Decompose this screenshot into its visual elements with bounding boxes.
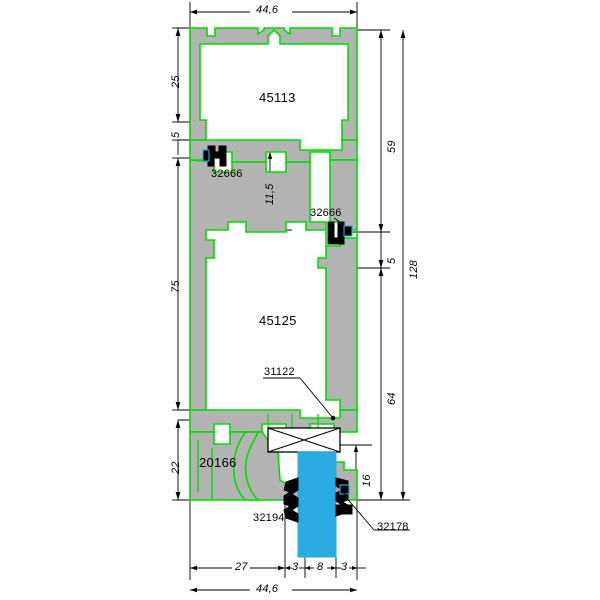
dim-width-top: 44,6 [256,4,279,16]
inner-cells [267,414,319,428]
part-label-32194: 32194 [253,512,285,524]
curved-rib [232,431,260,501]
dim-27: 27 [235,561,248,573]
dim-59: 59 [386,140,398,153]
dim-3-left: 3 [292,561,299,573]
dim-5-right: 5 [386,257,398,264]
part-label-31122: 31122 [264,366,295,378]
gasket-32666-right [327,221,353,245]
part-label-32666-right: 32666 [310,207,342,219]
part-label-45113: 45113 [259,90,296,105]
dim-5-left: 5 [170,131,182,138]
glass-panel [297,451,337,558]
gasket-32666-left [202,145,227,167]
dim-128: 128 [408,260,420,279]
part-label-20166: 20166 [199,455,237,470]
part-label-32178: 32178 [377,521,409,533]
dim-64: 64 [386,392,398,405]
dim-11-5: 11,5 [264,183,276,205]
gasket-32194 [283,477,299,523]
chamber-45113 [189,27,358,141]
part-label-32666-left: 32666 [211,168,243,180]
dim-25: 25 [170,75,182,88]
dim-75: 75 [170,280,182,293]
dim-3-right: 3 [341,561,348,573]
dim-8: 8 [317,561,324,573]
glazing-bead-box [267,427,341,453]
dim-22: 22 [170,461,182,474]
dim-16: 16 [361,474,373,487]
part-label-45125: 45125 [259,313,297,328]
leader-lines [263,217,410,531]
dim-width-bottom: 44,6 [256,583,279,595]
